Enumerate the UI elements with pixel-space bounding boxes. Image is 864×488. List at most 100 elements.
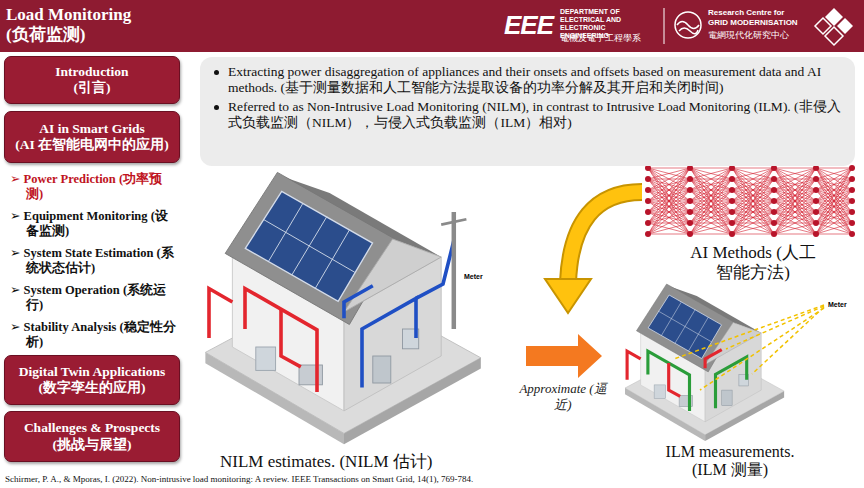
neural-network <box>729 176 735 182</box>
neural-network <box>849 165 855 171</box>
neural-network <box>690 190 732 234</box>
neural-network <box>645 187 651 193</box>
neural-network <box>690 179 732 234</box>
ilm-house <box>669 363 680 396</box>
centre-name: 電網現代化研究中心 <box>708 31 789 40</box>
ilm-house <box>627 351 641 380</box>
neural-network <box>690 234 732 235</box>
sensor-links <box>700 308 824 390</box>
neural-network <box>690 168 732 169</box>
menu-text: Introduction <box>8 64 176 80</box>
neural-network <box>648 168 690 201</box>
nilm-house <box>416 241 454 299</box>
ilm-house <box>625 284 784 441</box>
neural-network <box>732 168 774 212</box>
ilm-house <box>648 351 747 411</box>
research-centre-logo <box>675 12 701 38</box>
menu-item: ➢ Stability Analysis (稳定性分析) <box>10 320 176 350</box>
menu-button: AI in Smart Grids(AI 在智能电网中的应用) <box>4 111 180 163</box>
nilm-house <box>209 289 317 393</box>
neural-network <box>774 168 816 201</box>
neural-network <box>816 168 852 223</box>
neural-network <box>813 231 819 237</box>
neural-network <box>771 187 777 193</box>
neural-network <box>732 223 774 234</box>
logo-text: EEE <box>504 12 553 38</box>
neural-network <box>816 212 852 234</box>
neural-network <box>648 201 690 234</box>
neural-network <box>774 190 816 234</box>
menu-text: Digital Twin Applications <box>8 364 176 380</box>
neural-network <box>690 168 732 223</box>
neural-network <box>690 179 732 234</box>
neural-network <box>732 234 774 235</box>
reference-caption: Schirmer, P. A., & Mporas, I. (2022). No… <box>5 474 473 485</box>
nilm-house <box>209 289 232 339</box>
neural-network <box>732 212 774 234</box>
neural-network <box>729 187 735 193</box>
nilm-house <box>281 309 301 367</box>
neural-network <box>813 209 819 215</box>
menu-item: ➢ Equipment Monitoring (设备监测) <box>10 209 176 239</box>
neural-network <box>816 168 852 234</box>
neural-network <box>690 201 732 234</box>
neural-network <box>732 168 774 190</box>
neural-network <box>732 168 774 223</box>
neural-network <box>816 168 852 201</box>
neural-network <box>774 201 816 234</box>
neural-network <box>816 201 852 234</box>
nilm-house <box>245 289 317 393</box>
neural-network <box>690 201 732 234</box>
neural-network <box>732 201 774 234</box>
ilm-house <box>648 351 690 411</box>
neural-network <box>645 209 651 215</box>
neural-network <box>648 168 690 212</box>
neural-network <box>774 168 816 190</box>
sensor-links <box>674 305 824 390</box>
neural-network <box>732 179 774 234</box>
menu-button: Introduction(引言) <box>4 56 180 104</box>
neural-network <box>690 212 732 234</box>
neural-network <box>729 198 735 204</box>
neural-network <box>813 220 819 226</box>
neural-network <box>732 168 774 234</box>
neural-network <box>732 190 774 234</box>
bullet-dot <box>214 105 219 110</box>
neural-network <box>816 234 852 235</box>
neural-network <box>774 168 816 212</box>
menu-text: (引言) <box>8 80 176 96</box>
menu-item: ➢ System Operation (系统运行) <box>10 283 176 313</box>
menu-text: Challenges & Prospects <box>8 420 176 436</box>
neural-network <box>774 168 816 234</box>
neural-network <box>729 220 735 226</box>
meter-tag: Meter <box>462 272 485 281</box>
neural-network <box>729 209 735 215</box>
neural-network <box>774 234 816 235</box>
neural-network <box>816 168 852 190</box>
menu-button: Digital Twin Applications(数字孪生的应用) <box>4 355 180 405</box>
nilm-house <box>344 286 373 318</box>
neural-network <box>690 168 732 234</box>
neural-network <box>648 179 690 234</box>
neural-network <box>816 168 852 212</box>
neural-network <box>771 231 777 237</box>
nilm-house <box>452 212 457 329</box>
nilm-house <box>344 241 454 388</box>
neural-network <box>774 168 816 212</box>
neural-network <box>690 212 732 234</box>
neural-network <box>690 223 732 234</box>
neural-network <box>648 168 690 223</box>
neural-network <box>648 212 690 234</box>
polyu-logo <box>837 18 853 34</box>
neural-network <box>816 168 852 223</box>
neural-network <box>732 190 774 234</box>
neural-network <box>849 176 855 182</box>
feedback-arrow <box>568 192 642 282</box>
neural-network <box>732 168 774 212</box>
neural-network <box>849 209 855 215</box>
nilm-house <box>441 219 466 224</box>
neural-network <box>774 168 816 223</box>
neural-network <box>816 179 852 234</box>
neural-network <box>816 190 852 234</box>
neural-network <box>816 190 852 234</box>
